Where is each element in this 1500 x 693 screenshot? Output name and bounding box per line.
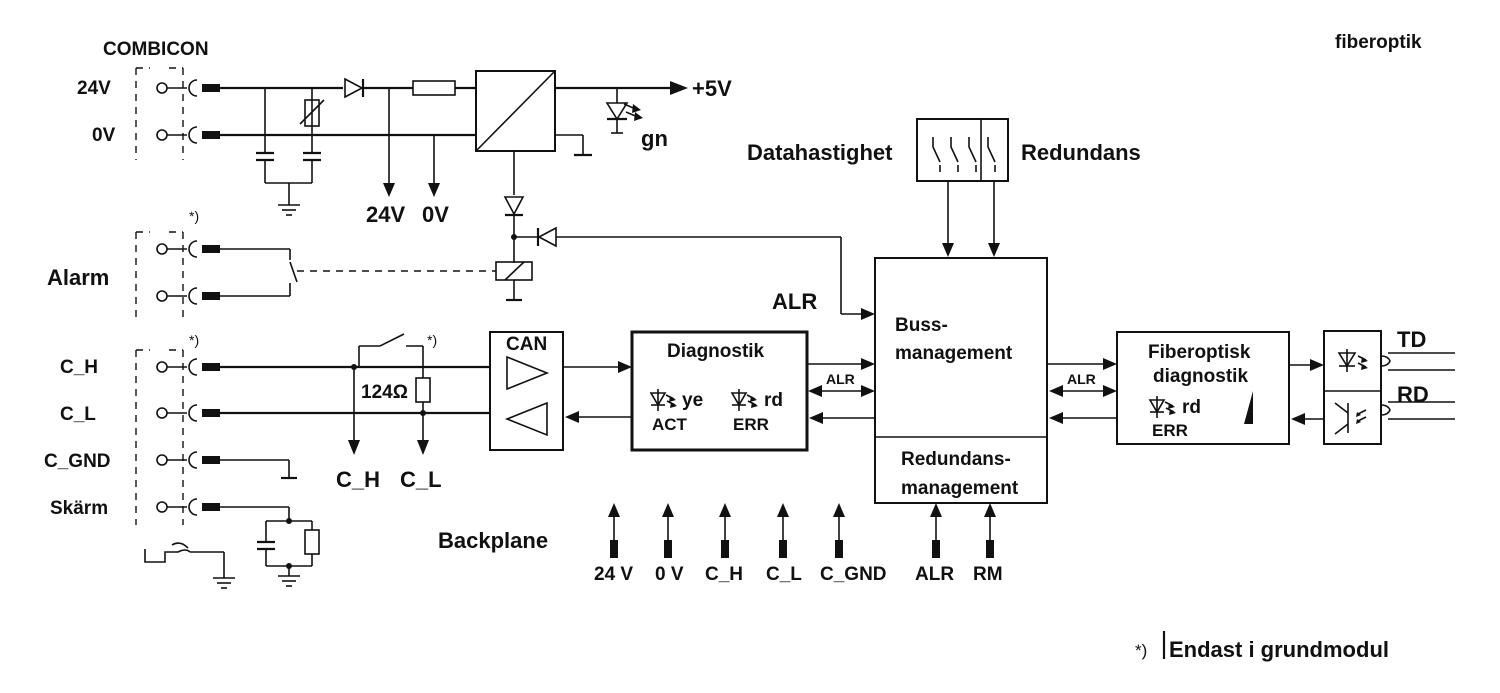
backplane-pin-label: 24 V: [594, 564, 633, 585]
footnote-mark: *): [1135, 641, 1147, 660]
dip-switch-box[interactable]: [916, 118, 1009, 182]
label-c-gnd: C_GND: [44, 451, 111, 472]
label-c-l: C_L: [60, 404, 96, 425]
optical-transceiver-box: [1323, 330, 1382, 445]
fiber-rd-label: rd: [1182, 397, 1201, 418]
buss-line2: management: [895, 343, 1013, 364]
signal-level-icon: [1244, 391, 1253, 424]
rd-label: RD: [1397, 382, 1429, 407]
diag-buss-links: ALR: [807, 358, 875, 424]
diagnostik-title: Diagnostik: [667, 341, 765, 362]
fiberoptik-diagnostik-box: Fiberoptisk diagnostik rd ERR: [1116, 331, 1290, 445]
redundans-label: Redundans: [1021, 140, 1141, 165]
led-ye-icon: [649, 389, 677, 411]
datahastighet-label: Datahastighet: [747, 140, 893, 165]
terminal-alarm-2: [156, 287, 220, 305]
led-rd-icon: [730, 389, 758, 411]
backplane-pin: C_L: [766, 503, 802, 585]
diode-alr-icon: [536, 226, 557, 248]
varistor-icon: [304, 99, 320, 127]
backplane-pin-label: 0 V: [655, 564, 684, 585]
terminal-c-gnd: [156, 451, 220, 469]
management-pin-label: RM: [973, 564, 1003, 585]
can-bus-section: *) C_H C_L C_GND Skärm: [44, 331, 632, 589]
diode-relay-icon: [503, 196, 525, 217]
fuse-icon: [412, 80, 456, 96]
diagnostik-box: Diagnostik ye ACT rd ERR: [630, 330, 809, 452]
led-fiber-rd-icon: [1148, 396, 1176, 418]
backplane-pin-label: C_L: [766, 564, 802, 585]
resistor-label: 124Ω: [361, 382, 408, 403]
err-label: ERR: [733, 415, 769, 434]
alr-right-label: ALR: [1067, 371, 1096, 387]
switch-footnote-mark: *): [427, 332, 437, 348]
backplane-pin: C_GND: [820, 503, 887, 585]
bus-c-h-label: C_H: [336, 467, 380, 492]
fiber-line2: diagnostik: [1153, 366, 1248, 387]
alarm-frame: [135, 231, 184, 322]
management-pin: RM: [973, 503, 1003, 585]
terminal-skarm: [156, 498, 220, 516]
backplane-pins: 24 V 0 V C_H C_L C_GND: [594, 503, 1003, 585]
alarm-section: *) Alarm: [47, 208, 875, 322]
alarm-footnote-mark: *): [189, 208, 199, 224]
management-pin: ALR: [915, 503, 954, 585]
buss-line1: Buss-: [895, 315, 948, 336]
label-skarm: Skärm: [50, 498, 108, 519]
terminal-alarm-1: [156, 240, 220, 258]
label-24v: 24V: [77, 78, 111, 99]
buss-fiber-links: ALR: [1047, 358, 1117, 424]
management-pin-label: ALR: [915, 564, 954, 585]
led-green-icon: [605, 88, 643, 134]
backplane-pin-label: C_H: [705, 564, 743, 585]
terminal-24v: [156, 79, 220, 97]
backplane-label: Backplane: [438, 528, 548, 553]
led-ye-label: ye: [682, 390, 703, 411]
footnote-text: Endast i grundmodul: [1169, 637, 1389, 662]
combicon-frame: [135, 67, 184, 160]
can-frame: [135, 349, 184, 525]
alr-side-label: ALR: [772, 289, 817, 314]
label-out-24v: 24V: [366, 202, 405, 227]
backplane-pin: C_H: [705, 503, 743, 585]
can-label: CAN: [506, 334, 547, 355]
alarm-label: Alarm: [47, 265, 109, 290]
backplane-pin-label: C_GND: [820, 564, 887, 585]
combicon-label: COMBICON: [103, 39, 209, 60]
power-supply-section: COMBICON fiberoptik 24V 0V: [77, 32, 1422, 263]
diode-icon: [344, 77, 365, 99]
fiber-cables: [1380, 352, 1455, 420]
fiberoptik-title: fiberoptik: [1335, 32, 1422, 53]
act-label: ACT: [652, 415, 688, 434]
redund-line1: Redundans-: [901, 449, 1011, 470]
redund-line2: management: [901, 478, 1019, 499]
led-rd-label: rd: [764, 390, 783, 411]
resistor-icon: [415, 377, 431, 403]
label-0v: 0V: [92, 125, 116, 146]
alr-mid-label: ALR: [826, 371, 855, 387]
fiber-err-label: ERR: [1152, 421, 1188, 440]
fiber-line1: Fiberoptisk: [1148, 342, 1251, 363]
backplane-pin: 24 V: [594, 503, 633, 585]
bus-c-l-label: C_L: [400, 467, 442, 492]
terminal-c-l: [156, 404, 220, 422]
can-transceiver-box: [489, 331, 564, 451]
td-label: TD: [1397, 327, 1426, 352]
label-gn: gn: [641, 126, 668, 151]
backplane-pin: 0 V: [655, 503, 684, 585]
din-rail-clip-icon: [144, 549, 191, 563]
bussmanagement-box: Buss- management Redundans- management: [874, 257, 1048, 504]
terminal-c-h: [156, 358, 220, 376]
terminal-0v: [156, 126, 220, 144]
label-c-h: C_H: [60, 357, 98, 378]
dcdc-converter-icon: [475, 70, 556, 152]
label-plus5v: +5V: [692, 76, 732, 101]
footnote: *) Endast i grundmodul: [1135, 631, 1389, 662]
label-out-0v: 0V: [422, 202, 449, 227]
can-footnote-mark: *): [189, 332, 199, 348]
